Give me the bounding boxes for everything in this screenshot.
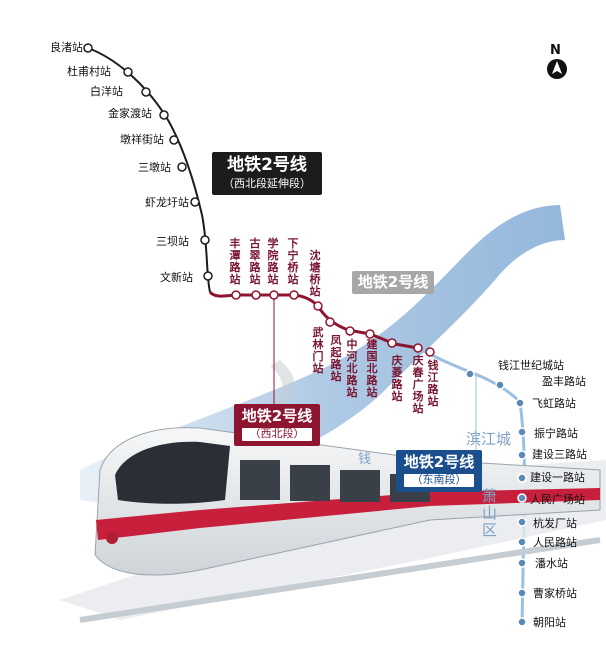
station-dot [313, 301, 323, 311]
station-label: 杜甫村站 [67, 65, 111, 78]
line-tag-title: 地铁2号线 [403, 453, 475, 471]
station-dot [231, 290, 241, 300]
station-dot [365, 329, 375, 339]
station-label: 人民路站 [533, 536, 577, 549]
station-dot [517, 617, 527, 627]
line-tag-subtitle: （西北段延伸段） [223, 176, 311, 190]
station-label: 钱江世纪城站 [498, 359, 564, 372]
station-label: 振宁路站 [534, 427, 578, 440]
station-label: 墩祥街站 [120, 133, 164, 146]
line-tag-middle: 地铁2号线 [352, 271, 434, 295]
station-dot [387, 338, 397, 348]
line-tag-subtitle: （西北段） [242, 428, 312, 441]
area-label-xiaoshan: 萧山区 [482, 487, 498, 539]
station-label: 下宁桥站 [287, 237, 299, 286]
line-tag-subtitle: （东南段） [404, 474, 474, 487]
station-dot [289, 290, 299, 300]
station-dot [251, 290, 261, 300]
river-label: 江 [512, 294, 526, 309]
line-tag-title: 地铁2号线 [241, 407, 313, 425]
station-dot [325, 317, 335, 327]
station-dot [200, 235, 210, 245]
area-label-qian: 钱 [358, 452, 372, 467]
station-label: 武林门站 [312, 326, 324, 375]
station-dot [159, 110, 169, 120]
station-dot [517, 427, 527, 437]
station-dot [517, 558, 527, 568]
line-tag-southeast: 地铁2号线 （东南段） [396, 450, 482, 492]
station-label: 沈塘桥站 [309, 249, 321, 298]
station-dot [177, 162, 187, 172]
station-label: 庆春广场站 [412, 354, 424, 415]
station-dot [517, 473, 527, 483]
station-dot [123, 67, 133, 77]
station-label: 杭发厂站 [533, 517, 577, 530]
line-tag-northwest: 地铁2号线 （西北段） [234, 404, 320, 446]
station-dot [515, 398, 525, 408]
station-dot [517, 537, 527, 547]
station-label: 建设三路站 [532, 448, 587, 461]
station-dot [517, 450, 527, 460]
station-label: 庆菱路站 [391, 354, 403, 403]
station-label: 盈丰路站 [542, 375, 586, 388]
station-dot [203, 271, 213, 281]
station-dot [345, 326, 355, 336]
north-label: N [550, 43, 561, 58]
station-label: 建国北路站 [366, 338, 378, 399]
station-label: 丰潭路站 [229, 237, 241, 286]
area-label-binjiang: 滨江城 [466, 430, 512, 448]
station-label: 白洋站 [90, 85, 123, 98]
station-dot [517, 493, 527, 503]
line-northwest [208, 290, 320, 308]
station-label: 文新站 [160, 271, 193, 284]
station-label: 人民广场站 [530, 493, 585, 506]
station-dot [83, 43, 93, 53]
station-dot [141, 87, 151, 97]
station-label: 中河北路站 [346, 338, 358, 399]
station-label: 三墩站 [138, 161, 171, 174]
station-label: 古翠路站 [249, 237, 261, 286]
station-dot [269, 290, 279, 300]
station-dot [517, 517, 527, 527]
station-label: 良渚站 [50, 41, 83, 54]
station-label: 学院路站 [267, 237, 279, 286]
line-tag-northwest-ext: 地铁2号线 （西北段延伸段） [212, 152, 322, 196]
station-label: 潘水站 [535, 557, 568, 570]
compass-icon [547, 59, 567, 79]
station-label: 建设一路站 [530, 471, 585, 484]
line-tag-title: 地铁2号线 [227, 155, 307, 175]
station-label: 凤起路站 [330, 334, 342, 383]
line-tag-title: 地铁2号线 [357, 273, 429, 291]
station-label: 飞虹路站 [532, 397, 576, 410]
station-dot [190, 197, 200, 207]
station-label: 三坝站 [156, 235, 189, 248]
station-label: 曹家桥站 [533, 587, 577, 600]
station-label: 虾龙圩站 [145, 196, 189, 209]
station-dot [495, 380, 505, 390]
station-dot [169, 135, 179, 145]
station-dot [465, 369, 475, 379]
station-dot [517, 588, 527, 598]
station-label: 金家渡站 [108, 107, 152, 120]
station-dot [413, 343, 423, 353]
station-dot [425, 347, 435, 357]
station-label: 朝阳站 [533, 616, 566, 629]
station-label: 钱江路站 [427, 359, 439, 408]
